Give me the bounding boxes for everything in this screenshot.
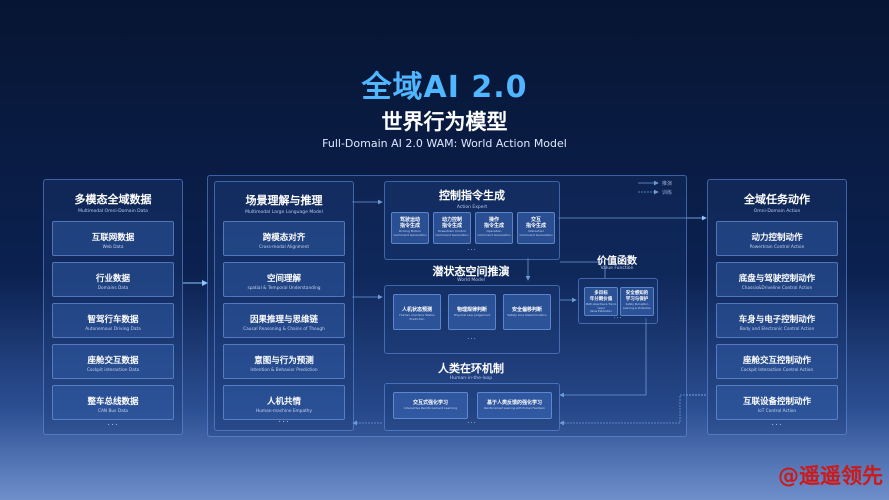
panel-value-function: 多目标 年分期价值 Multi-objective & Trend-Level … [578,278,658,324]
card-operation-command: 操作 指令生成 Operation Command Generation [475,212,513,244]
panel-title: 控制指令生成 [439,189,505,202]
card-empathy: 人机共情 Human-machine Empathy [223,385,345,420]
value-title: 价值函数 [597,256,637,267]
panel-subtitle: Omni-Domain Action [753,209,801,214]
panel-action-expert: 控制指令生成 Action Expert 驾驶运动 指令生成 Driving M… [384,181,560,260]
more-dots: ... [771,418,783,428]
latent-subtitle: World Model [457,278,485,283]
card-rlhf: 基于人类反馈的强化学习 Reinforcement Learning with … [477,392,552,419]
panel-omni-data: 多模态全域数据 Multimodal Omni-Domain Data 互联网数… [43,179,183,435]
panel-title: 全域任务动作 [744,193,810,206]
legend-infer-label: 推演 [662,181,673,187]
panel-omni-action: 全域任务动作 Omni-Domain Action 动力控制动作 Powertr… [707,179,847,435]
card-safety-learning: 安全感知的 学习与保护 Safety Perception Learning &… [620,287,654,316]
card-physical-law: 物理规律判断 Physical Law Judgement [448,294,496,330]
card-spatial: 空间理解 spatial & Temporal Understanding [223,262,345,297]
card-chassis-action: 底盘与驾驶控制动作 Chassis&Driveline Control Acti… [716,262,838,297]
card-intention: 意图与行为预测 Intention & Behavior Prediction [223,344,345,379]
card-safety-line: 安全偏移判断 Safety Line Determination [503,294,551,330]
card-causal: 因果推理与思维链 Causal Reasoning & Chains of Th… [223,303,345,338]
more-dots: ... [107,418,119,428]
watermark: @遥遥领先 [778,464,883,488]
card-driving-data: 智驾行车数据 Autonomous Driving Data [52,303,174,338]
arrow-action-feedback [559,394,706,426]
hitl-subtitle: Human-in-the-loop [449,376,493,381]
card-canbus-data: 整车总线数据 CAN Bus Data [52,385,174,420]
panel-title: 多模态全域数据 [74,193,152,206]
tagline: Full-Domain AI 2.0 WAM: World Action Mod… [322,137,567,150]
more-dots: ... [467,417,477,425]
card-domain-data: 行业数据 Domains Data [52,262,174,297]
card-iot-action: 互联设备控制动作 IoT Control Action [716,385,838,420]
panel-world-model: 人机状态预测 Human-machine Status Prediction 物… [384,285,560,354]
card-cross-modal: 跨模态对齐 Cross-modal Alignment [223,221,345,256]
panel-title: 场景理解与推理 [245,194,323,207]
legend-train-label: 训练 [662,190,673,196]
panel-subtitle: Multimodal Omni-Domain Data [78,209,148,214]
main-subtitle: 世界行为模型 [381,110,508,134]
panel-scene-reasoning: 场景理解与推理 Multimodal Large Language Model … [214,181,354,431]
card-interaction-command: 交互 指令生成 Interaction Command Generation [517,212,555,244]
value-subtitle: Value Function [600,266,634,271]
card-body-action: 车身与电子控制动作 Body and Electronic Control Ac… [716,303,838,338]
hitl-title: 人类在环机制 [438,362,504,375]
card-multi-objective: 多目标 年分期价值 Multi-objective & Trend-Level … [584,287,618,316]
card-web-data: 互联网数据 Web Data [52,221,174,256]
card-driving-command: 驾驶运动 指令生成 Driving Motion Command Generat… [391,212,429,244]
arrow-value-feedback [560,261,606,278]
arrow-action-to-hitl [559,318,647,398]
card-status-prediction: 人机状态预测 Human-machine Status Prediction [393,294,441,330]
card-powertrain-action: 动力控制动作 Powertrain Control Action [716,221,838,256]
card-cockpit-action: 座舱交互控制动作 Cockpit Interaction Control Act… [716,344,838,379]
main-title: 全域AI 2.0 [361,70,528,105]
more-dots: ... [613,313,623,320]
panel-human-in-loop: 交互式强化学习 Interactive Reinforcement Learni… [384,383,560,431]
card-interactive-rl: 交互式强化学习 Interactive Reinforcement Learni… [393,392,468,419]
more-dots: ... [467,244,477,252]
card-powertrain-command: 动力控制 指令生成 Powertrain Control Command Gen… [433,212,471,244]
card-cockpit-data: 座舱交互数据 Cockpit interaction Data [52,344,174,379]
latent-title: 潜状态空间推演 [432,265,510,278]
panel-subtitle: Multimodal Large Language Model [245,210,323,215]
more-dots: ... [278,415,290,425]
more-dots: ... [467,333,477,341]
panel-subtitle: Action Expert [456,205,488,210]
